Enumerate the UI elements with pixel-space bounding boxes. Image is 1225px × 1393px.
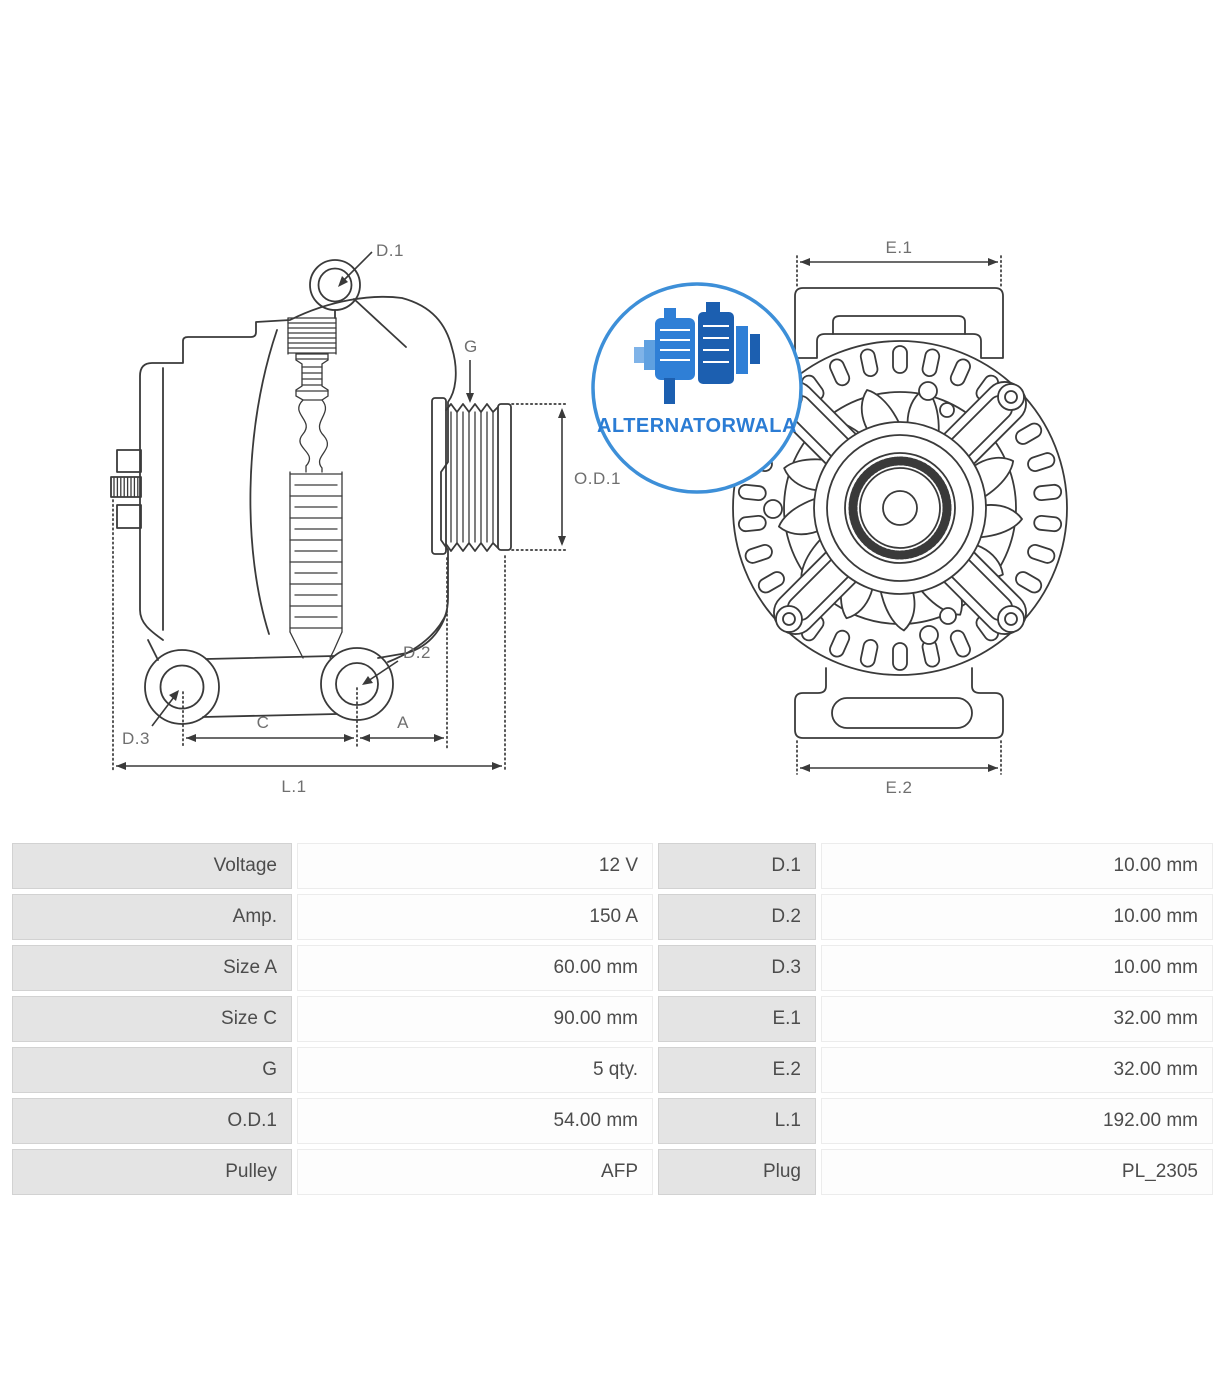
spec-value-cell: AFP bbox=[297, 1149, 653, 1195]
stud-hatch-lines bbox=[113, 477, 139, 497]
spec-value-cell: PL_2305 bbox=[821, 1149, 1213, 1195]
spec-value-cell: 90.00 mm bbox=[297, 996, 653, 1042]
dim-label-e1: E.1 bbox=[885, 238, 912, 257]
spec-label-cell: D.2 bbox=[658, 894, 816, 940]
top-mount-bracket bbox=[794, 287, 1004, 359]
hub bbox=[813, 421, 987, 595]
spec-value-cell: 32.00 mm bbox=[821, 996, 1213, 1042]
dim-label-g: G bbox=[464, 337, 478, 356]
spec-value-cell: 54.00 mm bbox=[297, 1098, 653, 1144]
side-view-diagram: D.1 G O.D.1 D.2 D.3 C A L.1 bbox=[110, 241, 621, 796]
dim-label-a: A bbox=[397, 713, 409, 732]
table-row: Size C 90.00 mm E.1 32.00 mm bbox=[12, 996, 1213, 1042]
spec-value-cell: 192.00 mm bbox=[821, 1098, 1213, 1144]
brand-logo: ALTERNATORWALA bbox=[591, 282, 803, 494]
dim-label-d3: D.3 bbox=[122, 729, 150, 748]
side-view-dimensions bbox=[112, 251, 569, 771]
table-row: Amp. 150 A D.2 10.00 mm bbox=[12, 894, 1213, 940]
dim-label-d2: D.2 bbox=[403, 643, 431, 662]
spec-value-cell: 60.00 mm bbox=[297, 945, 653, 991]
d2-bushing bbox=[320, 647, 394, 721]
dim-label-od1: O.D.1 bbox=[574, 469, 621, 488]
front-view-diagram: E.1 E.2 bbox=[732, 238, 1068, 797]
spec-label-cell: Size A bbox=[12, 945, 292, 991]
spec-label-cell: Size C bbox=[12, 996, 292, 1042]
spec-value-cell: 150 A bbox=[297, 894, 653, 940]
front-view-dimensions bbox=[796, 255, 1002, 775]
alternator-logo-icon bbox=[634, 302, 760, 404]
bottom-bracket-slot bbox=[831, 697, 973, 729]
alternator-technical-drawing: D.1 G O.D.1 D.2 D.3 C A L.1 bbox=[110, 238, 1068, 797]
spec-label-cell: Voltage bbox=[12, 843, 292, 889]
spec-label-cell: E.1 bbox=[658, 996, 816, 1042]
spec-label-cell: G bbox=[12, 1047, 292, 1093]
pulley bbox=[431, 397, 512, 555]
dim-label-d1: D.1 bbox=[376, 241, 404, 260]
rear-terminal-block-top bbox=[116, 449, 142, 473]
spec-label-cell: E.2 bbox=[658, 1047, 816, 1093]
spec-label-cell: D.3 bbox=[658, 945, 816, 991]
logo-ring bbox=[591, 282, 803, 494]
spec-value-cell: 12 V bbox=[297, 843, 653, 889]
dim-label-l1: L.1 bbox=[281, 777, 306, 796]
housing-holes bbox=[763, 381, 957, 645]
spec-label-cell: Plug bbox=[658, 1149, 816, 1195]
spec-label-cell: Pulley bbox=[12, 1149, 292, 1195]
table-row: Voltage 12 V D.1 10.00 mm bbox=[12, 843, 1213, 889]
table-row: Size A 60.00 mm D.3 10.00 mm bbox=[12, 945, 1213, 991]
spec-value-cell: 10.00 mm bbox=[821, 843, 1213, 889]
stator-fins bbox=[287, 317, 494, 659]
spec-value-cell: 10.00 mm bbox=[821, 894, 1213, 940]
d3-bushing bbox=[144, 649, 220, 725]
table-row: O.D.1 54.00 mm L.1 192.00 mm bbox=[12, 1098, 1213, 1144]
side-body-outline bbox=[139, 295, 457, 659]
spec-value-cell: 32.00 mm bbox=[821, 1047, 1213, 1093]
spec-value-cell: 10.00 mm bbox=[821, 945, 1213, 991]
spec-table: Voltage 12 V D.1 10.00 mm Amp. 150 A D.2… bbox=[12, 843, 1213, 1195]
shaft-hole bbox=[882, 490, 918, 526]
spec-label-cell: Amp. bbox=[12, 894, 292, 940]
dim-label-e2: E.2 bbox=[885, 778, 912, 797]
rear-terminal-block-bottom bbox=[116, 504, 142, 529]
spec-label-cell: O.D.1 bbox=[12, 1098, 292, 1144]
spec-value-cell: 5 qty. bbox=[297, 1047, 653, 1093]
bottom-mount-bracket bbox=[794, 667, 1004, 739]
threaded-stud bbox=[110, 476, 142, 498]
spec-label-cell: L.1 bbox=[658, 1098, 816, 1144]
table-row: G 5 qty. E.2 32.00 mm bbox=[12, 1047, 1213, 1093]
logo-text: ALTERNATORWALA bbox=[597, 415, 797, 437]
table-row: Pulley AFP Plug PL_2305 bbox=[12, 1149, 1213, 1195]
dim-label-c: C bbox=[257, 713, 270, 732]
spec-label-cell: D.1 bbox=[658, 843, 816, 889]
